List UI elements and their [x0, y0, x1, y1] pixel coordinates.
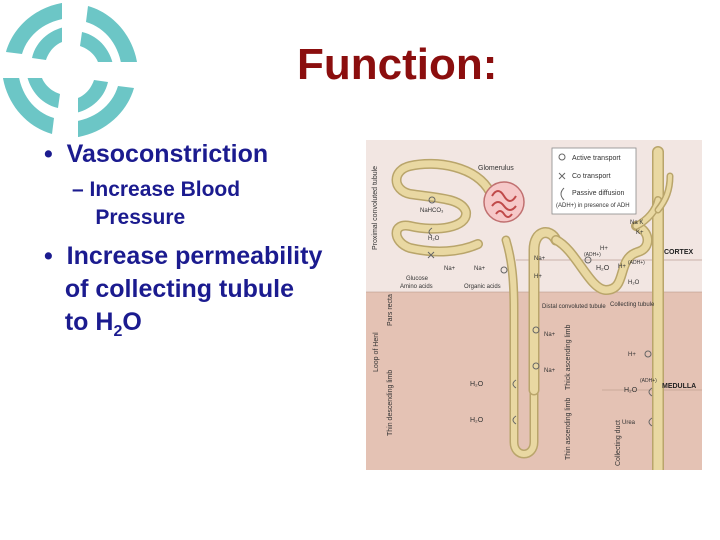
label-h-dct: H+	[534, 274, 542, 280]
legend-passive: Passive diffusion	[572, 190, 625, 197]
subscript-2: 2	[113, 323, 123, 340]
legend-co: Co transport	[572, 173, 611, 180]
label-na-k: Na K	[630, 220, 643, 226]
passive-diffusion-icon	[428, 227, 433, 237]
legend-adh: (ADH+) in presence of ADH	[556, 203, 630, 209]
slide-title: Function:	[297, 40, 498, 89]
label-h2o-dct: H₂O	[596, 265, 610, 272]
label-h2o-ct: H₂O	[628, 280, 640, 286]
sub-bullet-line-1: Increase Blood	[89, 178, 241, 201]
label-na-dct: Na+	[534, 256, 546, 262]
label-amino: Amino acids	[400, 284, 433, 290]
passive-diffusion-icon	[512, 415, 517, 425]
bullet-vasoconstriction: • Vasoconstriction	[44, 140, 268, 169]
label-adh-1: (ADH+)	[584, 252, 601, 258]
sub-bullet-marker: –	[72, 178, 84, 201]
swirl-logo	[0, 0, 140, 140]
bullet-line-3a: to H	[64, 308, 114, 336]
label-dct: Distal convoluted tubule	[542, 304, 606, 310]
bullet-line-3b: O	[122, 308, 142, 336]
label-organic: Organic acids	[464, 284, 501, 290]
label-h2o-m: H₂O	[624, 387, 638, 394]
label-loop: Loop of Henl	[373, 332, 380, 372]
label-na2: Na+	[474, 266, 486, 272]
sub-bullet-increase-bp: – Increase Blood Pressure	[72, 176, 240, 232]
label-glomerulus: Glomerulus	[478, 165, 514, 172]
co-transport-icon	[427, 251, 435, 259]
nephron-diagram: Active transport Co transport Passive di…	[366, 140, 702, 470]
bullet-marker: •	[44, 140, 53, 168]
label-cortex: CORTEX	[664, 249, 694, 256]
legend-box	[551, 147, 637, 215]
bullet-permeability: • Increase permeability of collecting tu…	[44, 240, 322, 348]
active-transport-icon	[584, 256, 592, 264]
active-transport-icon	[532, 362, 540, 370]
label-thin-asc: Thin ascending limb	[565, 398, 572, 460]
label-h-plus-1: H+	[618, 264, 626, 270]
bullet-line-1: Increase permeability	[66, 242, 323, 270]
label-h2o-1: H₂O	[470, 381, 484, 388]
bullet-marker: •	[44, 242, 53, 270]
label-na-thick-2: Na+	[544, 368, 556, 374]
label-k-plus: K+	[636, 230, 644, 236]
label-thick-asc: Thick ascending limb	[565, 325, 572, 390]
label-h-plus-m: H+	[628, 352, 636, 358]
active-transport-icon	[500, 266, 508, 274]
active-transport-icon	[428, 196, 436, 204]
active-transport-icon	[644, 350, 652, 358]
sub-bullet-line-2: Pressure	[95, 206, 186, 229]
label-pct: Proximal convoluted tubule	[372, 166, 379, 250]
legend-active: Active transport	[572, 155, 621, 162]
label-h2o-top: H₂O	[428, 236, 440, 242]
label-pars-recta: Pars recta	[387, 294, 394, 326]
label-nahco3: NaHCO₃	[420, 208, 444, 214]
bullet-text: Vasoconstriction	[66, 140, 269, 168]
label-glucose: Glucose	[406, 276, 429, 282]
label-na-thick-1: Na+	[544, 332, 556, 338]
label-collecting-duct: Collecting duct	[615, 420, 622, 466]
label-adh-2: (ADH+)	[628, 260, 645, 266]
label-na1: Na+	[444, 266, 456, 272]
active-transport-icon	[532, 326, 540, 334]
label-h-plus-2: H+	[600, 246, 608, 252]
passive-diffusion-icon	[512, 379, 517, 389]
label-collecting-tubule: Collecting tubule	[610, 302, 655, 308]
label-urea: Urea	[622, 420, 636, 426]
bullet-line-2: of collecting tubule	[64, 275, 295, 303]
label-medulla: MEDULLA	[662, 383, 696, 390]
glomerulus-shape	[483, 181, 525, 223]
label-thin-desc: Thin descending limb	[387, 370, 394, 436]
label-adh-3: (ADH+)	[640, 378, 657, 384]
passive-diffusion-icon	[648, 417, 653, 427]
passive-diffusion-icon	[648, 387, 653, 397]
label-h2o-2: H₂O	[470, 417, 484, 424]
